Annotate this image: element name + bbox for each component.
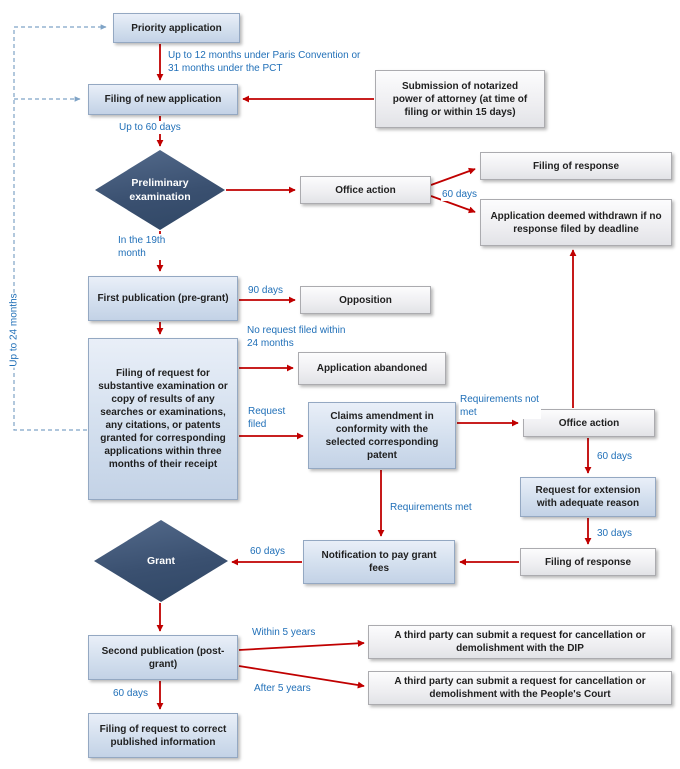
node-application-abandoned: Application abandoned	[298, 352, 446, 385]
node-request-for-extension: Request for extension with adequate reas…	[520, 477, 656, 517]
node-claims-amendment: Claims amendment in conformity with the …	[308, 402, 456, 469]
edge-label-60-days-grant: 60 days	[249, 545, 287, 559]
node-priority-application: Priority application	[113, 13, 240, 43]
edge-label-no-request-24-months: No request filed within 24 months	[246, 324, 348, 351]
arrow-office-action-to-withdrawn	[430, 195, 476, 214]
node-notification-pay-fees: Notification to pay grant fees	[303, 540, 455, 584]
node-poa-submission: Submission of notarized power of attorne…	[375, 70, 545, 128]
arrow-office-action-to-response	[430, 167, 476, 186]
edge-label-60-days-office-1: 60 days	[441, 188, 479, 202]
node-filing-of-response-1: Filing of response	[480, 152, 672, 180]
node-filing-new-application: Filing of new application	[88, 84, 238, 115]
edge-label-in-19th-month: In the 19th month	[117, 234, 167, 261]
node-office-action-2: Office action	[523, 409, 655, 437]
node-cancellation-dip: A third party can submit a request for c…	[368, 625, 672, 659]
dashed-substantive-to-priority-line	[13, 24, 107, 431]
node-filing-of-response-2: Filing of response	[520, 548, 656, 576]
edge-label-60-days-correct: 60 days	[112, 687, 150, 701]
edge-label-requirements-not-met: Requirements not met	[459, 393, 541, 420]
node-second-publication: Second publication (post-grant)	[88, 635, 238, 680]
node-cancellation-court: A third party can submit a request for c…	[368, 671, 672, 705]
edge-label-up-to-60-days: Up to 60 days	[118, 121, 182, 135]
node-application-deemed-withdrawn: Application deemed withdrawn if no respo…	[480, 199, 672, 246]
arrow-second-publication-to-court	[238, 665, 365, 689]
node-office-action-1: Office action	[300, 176, 431, 204]
edge-label-90-days: 90 days	[247, 284, 285, 298]
edge-label-after-5-years: After 5 years	[253, 682, 312, 696]
node-correct-published-info: Filing of request to correct published i…	[88, 713, 238, 758]
edge-label-up-to-24-months: Up to 24 months	[7, 292, 21, 368]
edge-label-within-5-years: Within 5 years	[251, 626, 317, 640]
arrow-second-publication-to-dip	[238, 639, 365, 651]
edge-label-requirements-met: Requirements met	[389, 501, 473, 515]
edge-label-paris-pct: Up to 12 months under Paris Convention o…	[167, 49, 367, 76]
edge-label-30-days: 30 days	[596, 527, 634, 541]
edge-label-request-filed: Request filed	[247, 405, 299, 432]
edge-label-60-days-office-2: 60 days	[596, 450, 634, 464]
node-substantive-request: Filing of request for substantive examin…	[88, 338, 238, 500]
node-first-publication: First publication (pre-grant)	[88, 276, 238, 321]
node-opposition: Opposition	[300, 286, 431, 314]
